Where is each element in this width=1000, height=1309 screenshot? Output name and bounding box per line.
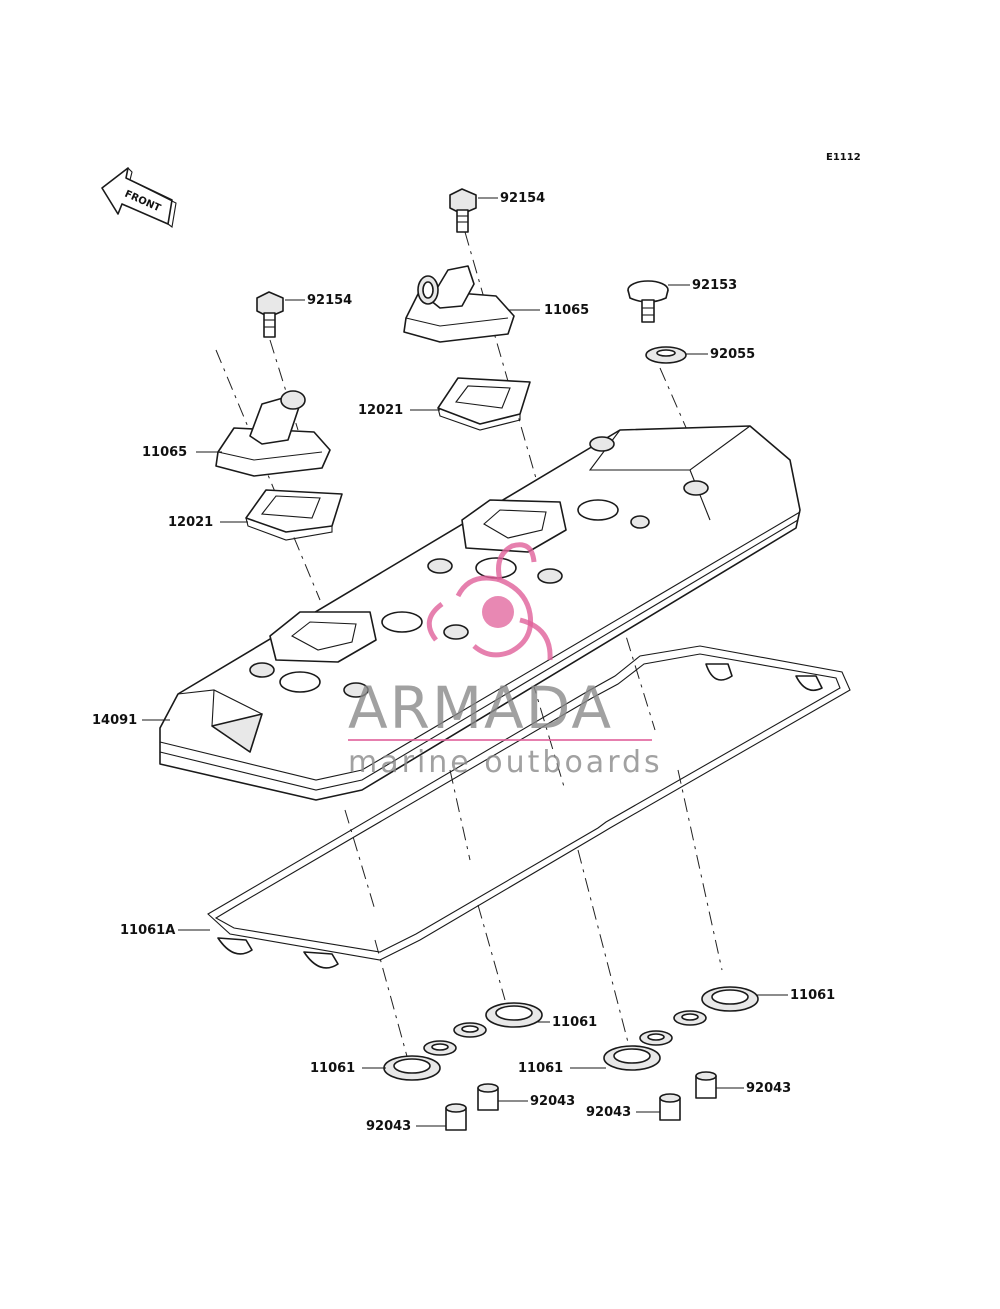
leader-lines — [142, 197, 788, 1127]
callout-92154-right[interactable]: 92154 — [500, 191, 545, 206]
callout-11061-d[interactable]: 11061 — [790, 988, 835, 1003]
callout-11061A[interactable]: 11061A — [120, 923, 175, 938]
callout-11065-left[interactable]: 11065 — [142, 445, 187, 460]
watermark-logo-icon — [426, 542, 553, 661]
gasket-11061-c-part[interactable] — [603, 1030, 673, 1071]
bolt-92154-left-part[interactable] — [256, 291, 284, 338]
breather-cover-11065-right-part[interactable] — [403, 265, 515, 343]
gasket-11061-a-part[interactable] — [383, 1040, 457, 1081]
gasket-11061-b-part[interactable] — [453, 1002, 543, 1038]
sleeve-92043-c-part[interactable] — [659, 1093, 681, 1121]
watermark-brand: ARMADA — [348, 674, 613, 742]
front-arrow-icon: FRONT — [101, 167, 177, 228]
diagram-code: E1112 — [826, 152, 861, 163]
callout-92154-left[interactable]: 92154 — [307, 293, 352, 308]
callout-92043-a[interactable]: 92043 — [366, 1119, 411, 1134]
watermark: ARMADA marine outboards — [348, 542, 663, 780]
callout-11061-b[interactable]: 11061 — [552, 1015, 597, 1030]
callout-11061-c[interactable]: 11061 — [518, 1061, 563, 1076]
watermark-tagline: marine outboards — [348, 745, 663, 780]
breather-cover-11065-left-part[interactable] — [215, 390, 331, 477]
gasket-11061-d-part[interactable] — [673, 986, 759, 1026]
callout-12021-left[interactable]: 12021 — [168, 515, 213, 530]
callout-92055[interactable]: 92055 — [710, 347, 755, 362]
cap-bolt-92153-part[interactable] — [627, 280, 669, 323]
sleeve-92043-b-part[interactable] — [477, 1083, 499, 1111]
callout-12021-right[interactable]: 12021 — [358, 403, 403, 418]
callout-92043-b[interactable]: 92043 — [530, 1094, 575, 1109]
main-gasket-11061A-part[interactable] — [207, 645, 851, 969]
callout-92043-d[interactable]: 92043 — [746, 1081, 791, 1096]
callout-labels: 92154 92154 11065 11065 12021 12021 9215… — [92, 191, 835, 1134]
sleeve-92043-a-part[interactable] — [445, 1103, 467, 1131]
plate-12021-left-part[interactable] — [245, 489, 343, 541]
callout-11065-right[interactable]: 11065 — [544, 303, 589, 318]
callout-11061-a[interactable]: 11061 — [310, 1061, 355, 1076]
cylinder-head-cover-14091-part[interactable] — [159, 425, 801, 801]
callout-14091[interactable]: 14091 — [92, 713, 137, 728]
callout-92153[interactable]: 92153 — [692, 278, 737, 293]
bolt-92154-right-part[interactable] — [449, 188, 477, 233]
sleeve-92043-d-part[interactable] — [695, 1071, 717, 1099]
washer-92055-part[interactable] — [645, 346, 687, 364]
plate-12021-right-part[interactable] — [437, 377, 531, 431]
callout-92043-c[interactable]: 92043 — [586, 1105, 631, 1120]
